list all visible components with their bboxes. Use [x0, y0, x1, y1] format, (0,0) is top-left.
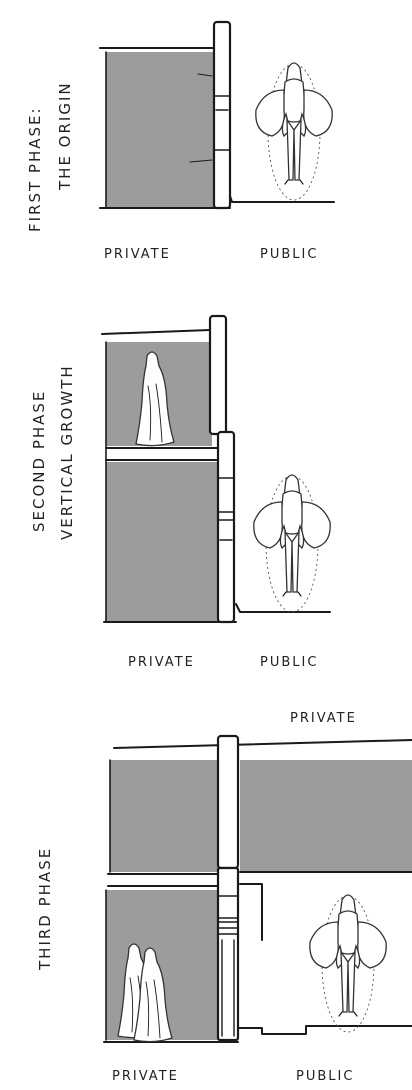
facade-wall-upper: [208, 314, 228, 436]
facade-wall: [212, 20, 232, 210]
facade-wall-upper: [216, 734, 240, 870]
phase-three-section: [103, 734, 412, 1043]
private-house-mass: [106, 52, 214, 208]
phase-two-title-line2: VERTICAL GROWTH: [58, 364, 76, 540]
phase-two-section: [101, 314, 331, 624]
phase-two-public-label: PUBLIC: [260, 655, 318, 670]
phase-three-upper-private-label: PRIVATE: [290, 711, 357, 726]
phase-three-private-label: PRIVATE: [112, 1069, 179, 1084]
upper-private-mass-left: [110, 760, 218, 872]
phase-one-section: [99, 20, 335, 210]
phase-three-title: THIRD PHASE: [36, 847, 54, 971]
phase-one-private-label: PRIVATE: [104, 247, 171, 262]
facade-wall-lower: [216, 866, 240, 1042]
upper-private-mass-right: [240, 760, 412, 872]
phase-one-public-label: PUBLIC: [260, 247, 318, 262]
phase-three-public-label: PUBLIC: [296, 1069, 354, 1084]
phase-one-title-line2: THE ORIGIN: [56, 81, 74, 191]
lower-private-floor: [106, 462, 220, 622]
facade-wall-lower: [216, 430, 236, 624]
phase-two-private-label: PRIVATE: [128, 655, 195, 670]
phase-one-title-line1: FIRST PHASE:: [26, 106, 44, 232]
phase-two-title-line1: SECOND PHASE: [30, 390, 48, 532]
